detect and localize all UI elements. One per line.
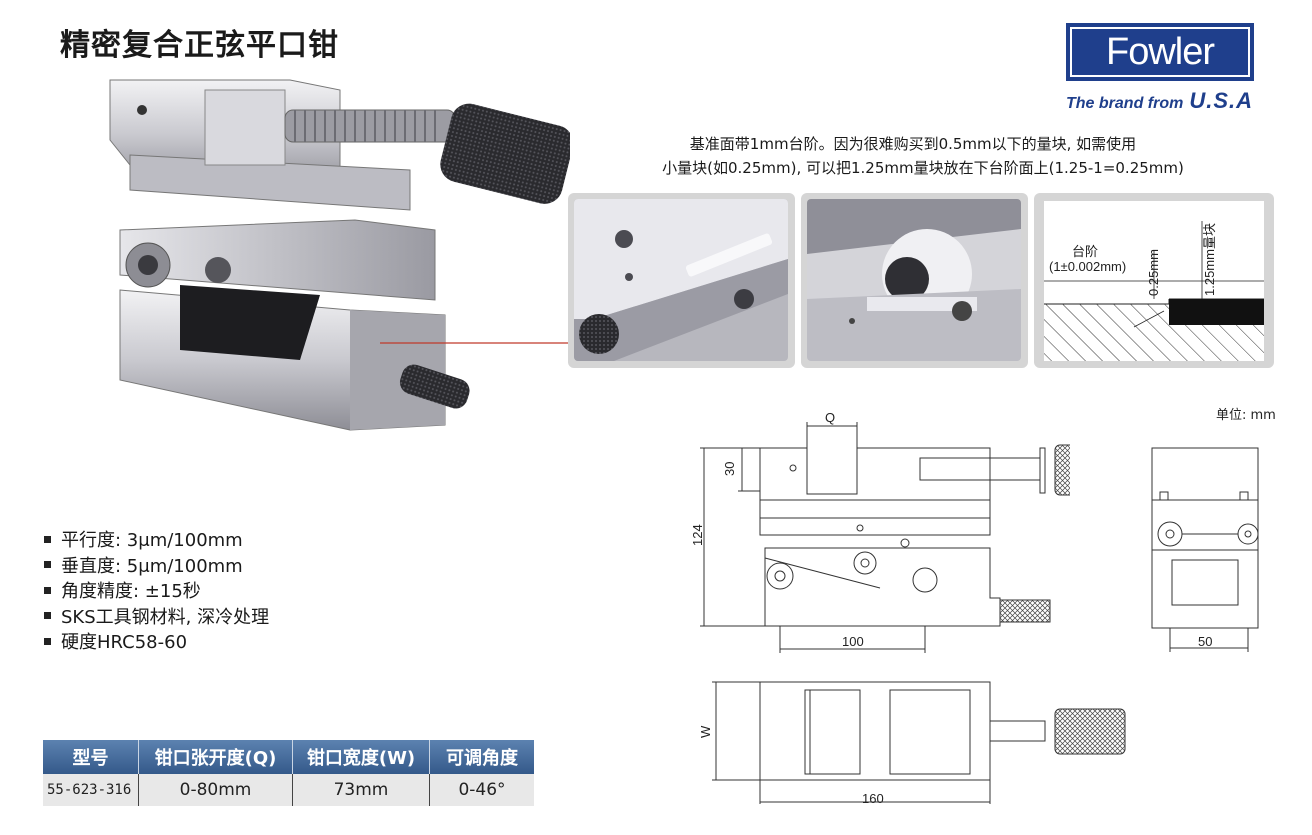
logo-wordmark: Fowler xyxy=(1070,27,1250,77)
tagline-text: The brand from xyxy=(1066,95,1184,112)
cell-width: 73mm xyxy=(292,774,430,806)
step-diagram-frame: 台阶 (1±0.002mm) 0.25mm 1.25mm量块 xyxy=(1034,193,1274,368)
bullet-icon xyxy=(44,535,51,543)
vise-product-photo xyxy=(109,79,570,431)
spec-table: 型号 钳口张开度(Q) 钳口宽度(W) 可调角度 55-623-316 0-80… xyxy=(43,740,534,806)
detail-photo-frame-1 xyxy=(568,193,795,368)
unit-label: 单位: mm xyxy=(1216,408,1276,423)
bullet-icon xyxy=(44,561,51,568)
page-title: 精密复合正弦平口钳 xyxy=(60,28,339,63)
header-angle: 可调角度 xyxy=(429,740,534,774)
cell-opening: 0-80mm xyxy=(138,774,293,806)
dim-125-label: 1.25mm量块 xyxy=(1202,223,1217,296)
spec-item: SKS工具钢材料, 深冷处理 xyxy=(44,605,269,631)
tagline-country: U.S.A xyxy=(1189,88,1254,113)
drawing-side-view: Q 30 124 100 xyxy=(690,410,1070,653)
dim-160-label: 160 xyxy=(862,791,884,806)
step-tolerance-label: (1±0.002mm) xyxy=(1049,259,1126,274)
spec-item: 平行度: 3μm/100mm xyxy=(44,528,269,554)
header-width: 钳口宽度(W) xyxy=(292,740,430,774)
spec-item: 角度精度: ±15秒 xyxy=(44,579,269,605)
step-diagram: 台阶 (1±0.002mm) 0.25mm 1.25mm量块 xyxy=(1044,201,1264,361)
note-line-1: 基准面带1mm台阶。因为很难购买到0.5mm以下的量块, 如需使用 xyxy=(689,135,1137,153)
bullet-icon xyxy=(44,612,51,619)
header-model: 型号 xyxy=(43,740,139,774)
spec-list: 平行度: 3μm/100mm 垂直度: 5μm/100mm 角度精度: ±15秒… xyxy=(44,528,269,656)
note-line-2: 小量块(如0.25mm), 可以把1.25mm量块放在下台阶面上(1.25-1=… xyxy=(662,159,1184,177)
logo-tagline: The brand from U.S.A xyxy=(1066,88,1253,114)
table-header-row: 型号 钳口张开度(Q) 钳口宽度(W) 可调角度 xyxy=(43,740,534,774)
dim-100-label: 100 xyxy=(842,634,864,649)
bullet-icon xyxy=(44,637,51,645)
table-row: 55-623-316 0-80mm 73mm 0-46° xyxy=(43,774,534,806)
detail-photo-2 xyxy=(807,199,1021,361)
dim-w-label: W xyxy=(698,725,713,738)
spec-item: 垂直度: 5μm/100mm xyxy=(44,554,269,580)
bullet-icon xyxy=(44,586,51,594)
spec-item: 硬度HRC58-60 xyxy=(44,630,269,656)
step-label: 台阶 xyxy=(1072,244,1098,259)
header-opening: 钳口张开度(Q) xyxy=(138,740,293,774)
cell-angle: 0-46° xyxy=(429,774,534,806)
dim-025-label: 0.25mm xyxy=(1146,249,1161,296)
detail-photo-1 xyxy=(574,199,788,361)
dim-50-label: 50 xyxy=(1198,634,1212,649)
fowler-logo: Fowler xyxy=(1066,23,1254,81)
detail-photo-frame-2 xyxy=(801,193,1028,368)
cell-model: 55-623-316 xyxy=(43,774,139,806)
dim-124-label: 124 xyxy=(690,524,705,546)
drawing-end-view: 50 xyxy=(1151,447,1259,652)
dim-q-label: Q xyxy=(825,410,835,425)
leader-line xyxy=(380,342,575,344)
dim-30-label: 30 xyxy=(722,462,737,476)
drawing-top-view: W 160 xyxy=(698,681,1126,806)
